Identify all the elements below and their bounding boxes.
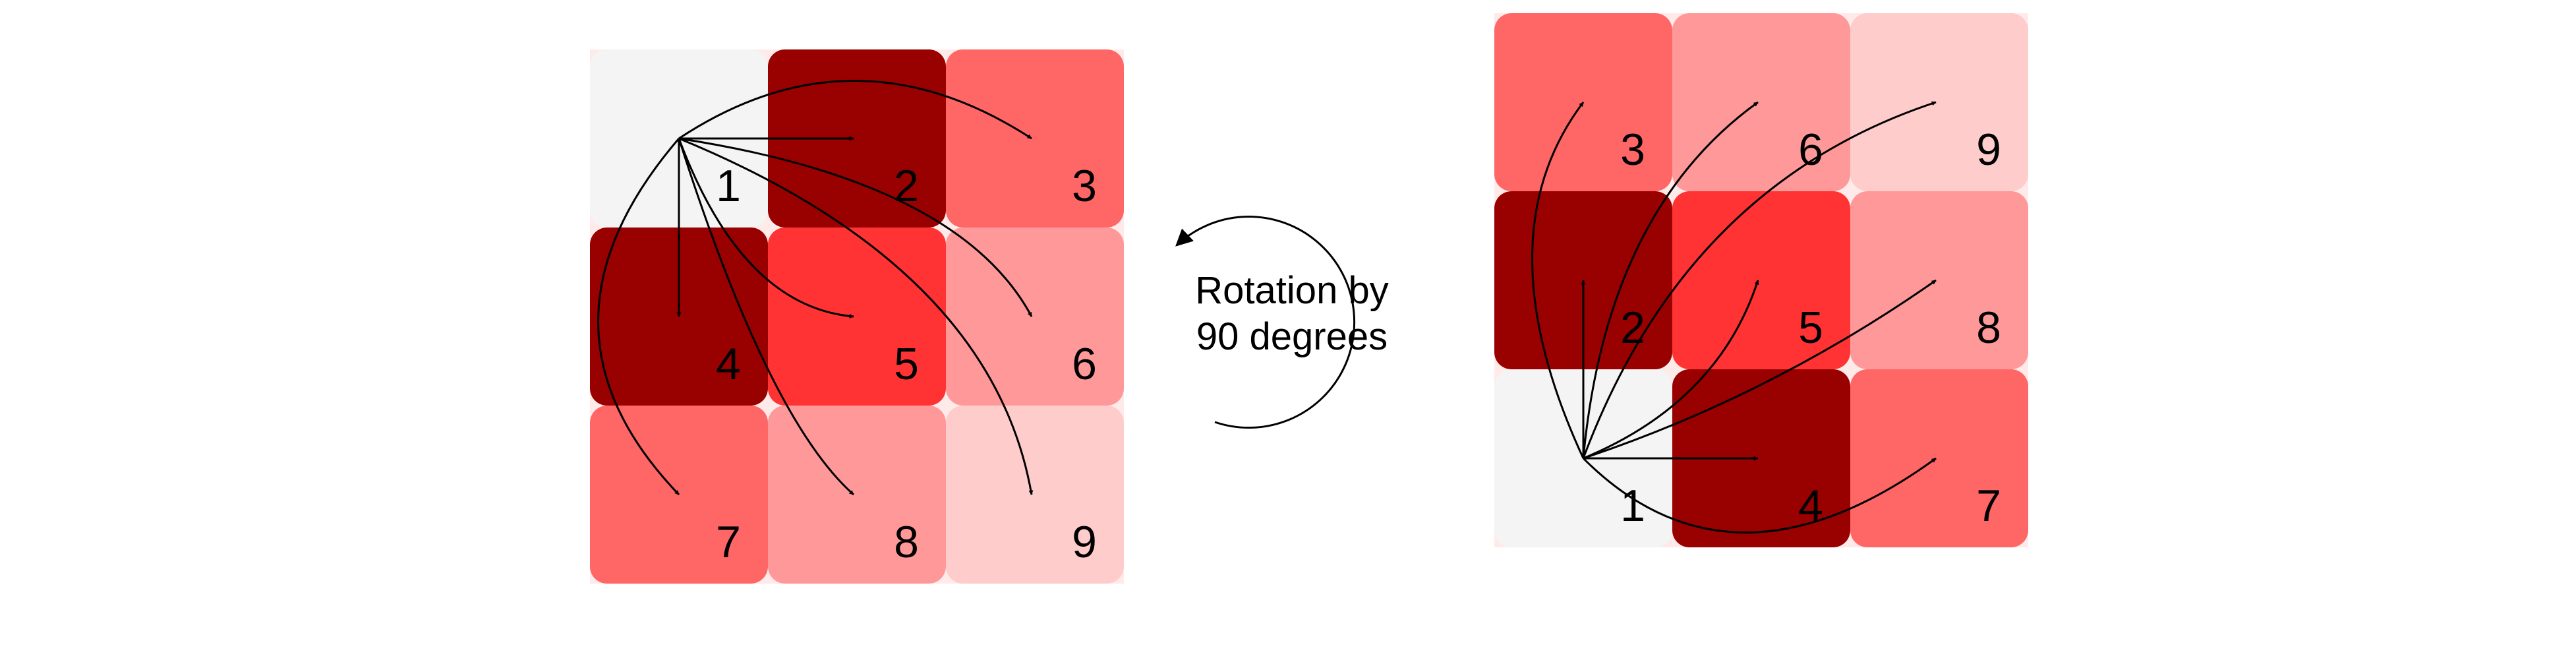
right-arrow-to-3 [1531,102,1585,459]
right-cell-7-label: 7 [1976,481,2001,531]
left-cell-9-label: 9 [1072,517,1097,567]
left-cell-2: 2 [768,49,946,228]
rotation-indicator: Rotation by 90 degrees [1175,216,1389,429]
right-cell-6: 6 [1672,13,1850,191]
right-cell-7: 7 [1850,369,2028,547]
left-cell-7-label: 7 [716,517,741,567]
left-cell-8: 8 [768,406,946,584]
right-cell-6-bg [1672,13,1850,191]
right-arrow-to-5 [1583,280,1759,460]
right-arrow-to-6 [1582,101,1759,459]
right-grid: 3 6 9 2 5 8 1 4 [1494,13,2028,547]
left-arrow-to-3 [678,80,1032,140]
right-cell-9: 9 [1850,13,2028,191]
right-arrow-to-7 [1582,457,1937,533]
left-grid: 1 2 3 4 5 6 7 8 [590,49,1124,584]
left-arrow-to-8 [678,138,854,496]
right-cell-5: 5 [1672,191,1850,369]
right-cell-5-label: 5 [1798,303,1823,353]
right-cell-8-bg [1850,191,2028,369]
left-arrow-to-6 [678,137,1033,317]
left-arrow-to-9 [678,137,1034,495]
right-cell-9-bg [1850,13,2028,191]
rotation-label-line1: Rotation by [1195,269,1388,312]
left-arrow-to-5 [678,138,854,319]
right-cell-8: 8 [1850,191,2028,369]
left-cell-3-bg [946,49,1124,228]
left-cell-2-bg [768,49,946,228]
left-cell-3-label: 3 [1072,161,1097,211]
right-cell-2-label: 2 [1620,303,1645,353]
right-cell-1-label: 1 [1620,481,1645,531]
left-arrows [597,80,1034,496]
left-cell-3: 3 [946,49,1124,228]
left-cell-9: 9 [946,406,1124,584]
right-cell-9-label: 9 [1976,125,2001,175]
left-cell-8-label: 8 [894,517,919,567]
circular-arrow-icon [1175,216,1356,429]
left-cell-8-bg [768,406,946,584]
right-arrows [1531,101,1937,533]
left-cell-4-label: 4 [716,339,741,389]
left-cell-5-bg [768,228,946,406]
right-arrow-to-8 [1583,279,1937,460]
right-cell-8-label: 8 [1976,303,2001,353]
left-cell-6: 6 [946,228,1124,406]
left-cell-2-label: 2 [894,161,919,211]
left-cell-1-label: 1 [716,161,741,211]
rotation-label-line2: 90 degrees [1196,315,1388,358]
left-cell-9-bg [946,406,1124,584]
left-cell-6-bg [946,228,1124,406]
right-cell-3-label: 3 [1620,125,1645,175]
left-cell-5-label: 5 [894,339,919,389]
left-cell-6-label: 6 [1072,339,1097,389]
right-cell-5-bg [1672,191,1850,369]
right-cell-4-bg [1672,369,1850,547]
left-cell-5: 5 [768,228,946,406]
right-arrow-to-9 [1582,101,1937,459]
right-cell-7-bg [1850,369,2028,547]
left-arrow-to-7 [597,138,680,496]
